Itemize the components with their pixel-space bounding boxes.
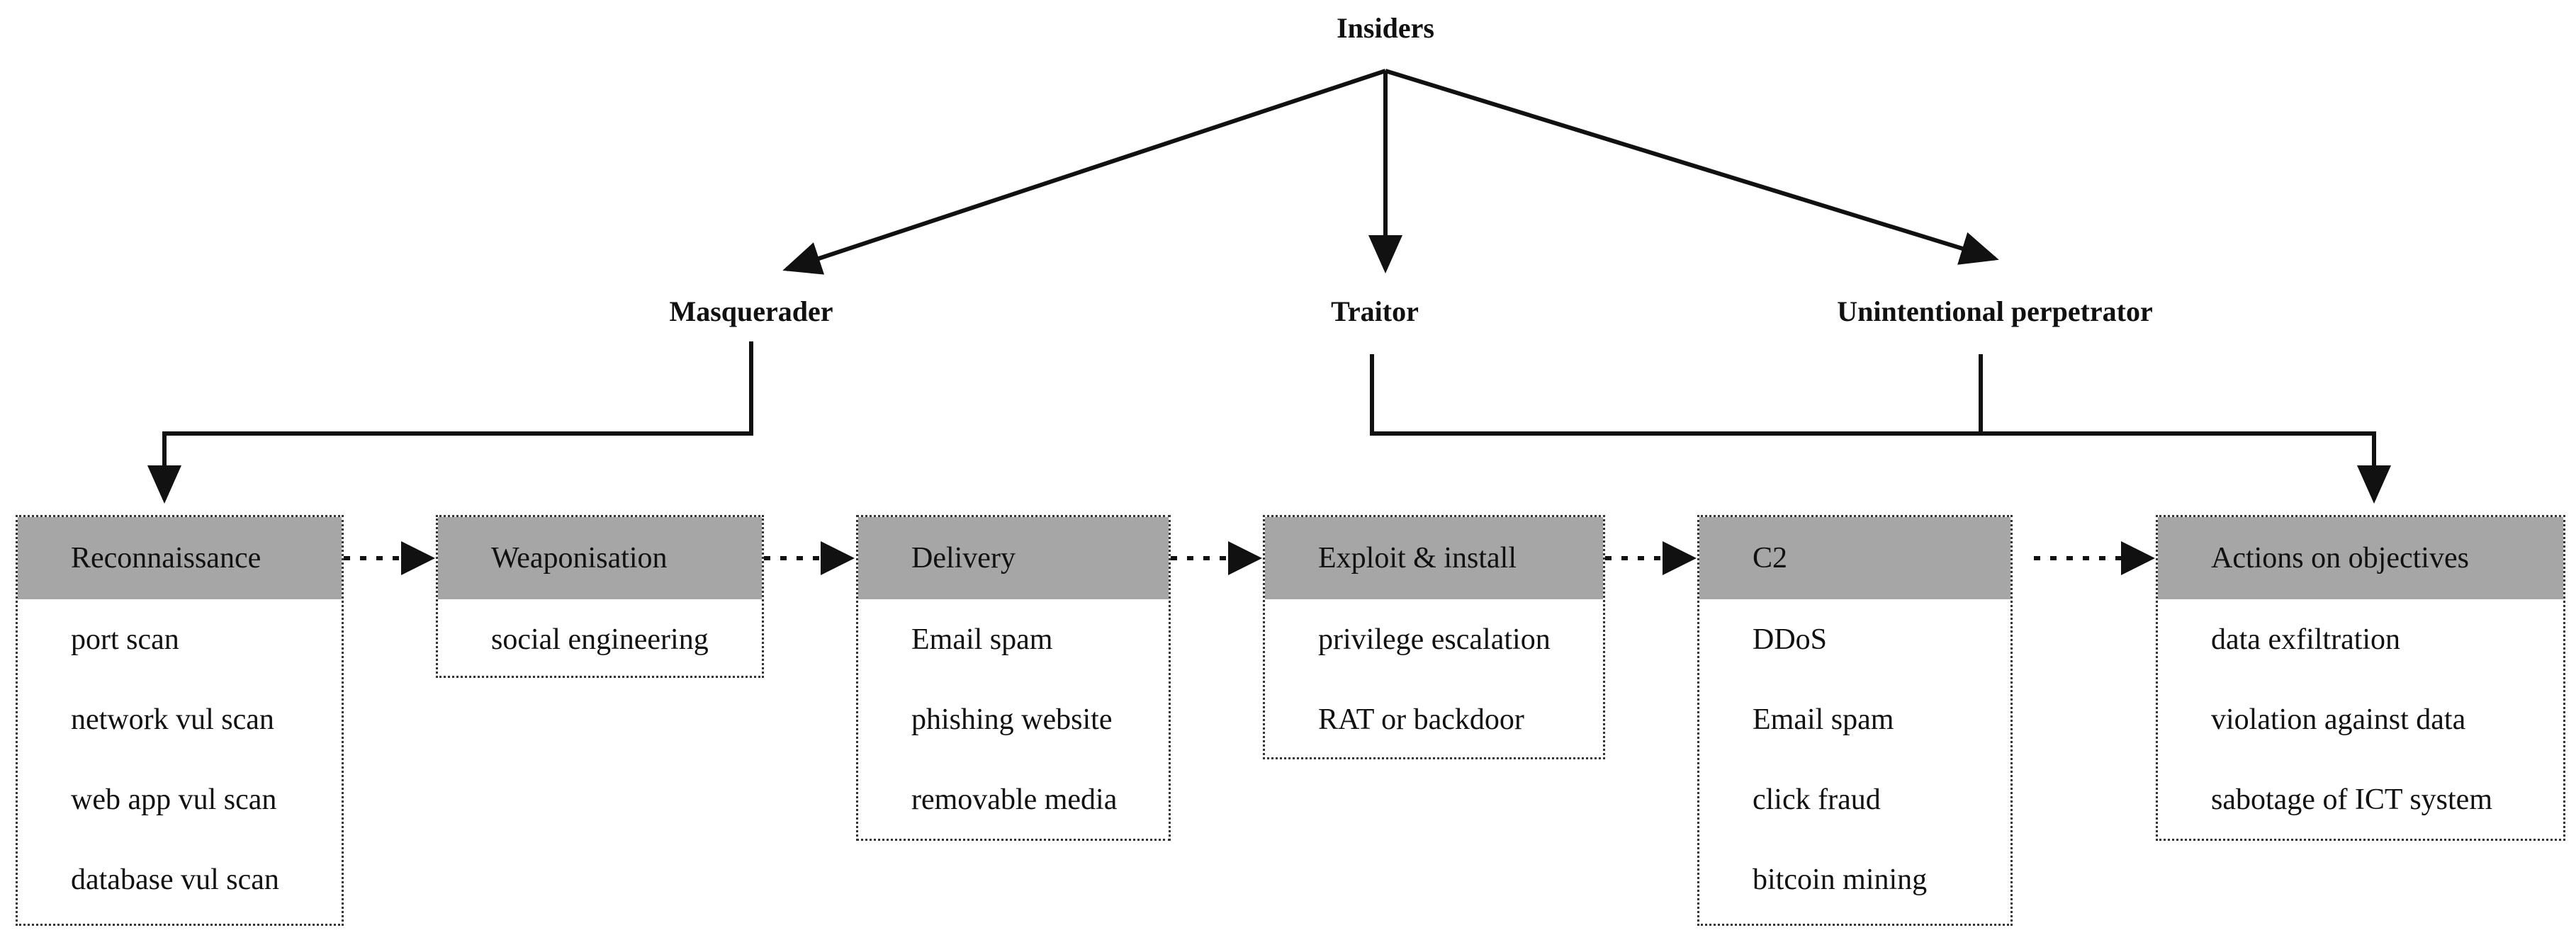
- type-label-masquerader: Masquerader: [669, 295, 833, 327]
- edge-traitor-actions: [1370, 354, 2391, 504]
- stage-box-delivery: Delivery Email spam phishing website rem…: [856, 515, 1171, 841]
- stage-title-exploit-install: Exploit & install: [1265, 517, 1603, 599]
- stage-item: Email spam: [1753, 703, 1894, 736]
- stage-item: database vul scan: [71, 863, 279, 896]
- stage-item: network vul scan: [71, 703, 274, 736]
- stage-item: sabotage of ICT system: [2211, 783, 2492, 816]
- stage-item: Email spam: [911, 623, 1053, 656]
- stage-box-actions-on-objectives: Actions on objectives data exfiltration …: [2156, 515, 2565, 841]
- stage-item: RAT or backdoor: [1318, 703, 1524, 736]
- stage-title-delivery: Delivery: [858, 517, 1169, 599]
- stage-item: web app vul scan: [71, 783, 277, 816]
- stage-title-actions-on-objectives: Actions on objectives: [2158, 517, 2563, 599]
- stage-item: privilege escalation: [1318, 623, 1551, 656]
- stage-item: data exfiltration: [2211, 623, 2401, 656]
- stage-item: bitcoin mining: [1753, 863, 1928, 896]
- type-label-traitor: Traitor: [1331, 295, 1419, 327]
- stage-item: social engineering: [491, 623, 709, 656]
- stage-box-c2: C2 DDoS Email spam click fraud bitcoin m…: [1697, 515, 2013, 926]
- stage-item: phishing website: [911, 703, 1113, 736]
- edge-insiders-unintentional: [1385, 69, 1999, 265]
- stage-item: click fraud: [1753, 783, 1881, 816]
- stage-item: violation against data: [2211, 703, 2466, 736]
- stage-title-weaponisation: Weaponisation: [438, 517, 762, 599]
- stage-box-exploit-install: Exploit & install privilege escalation R…: [1263, 515, 1605, 759]
- stage-item: port scan: [71, 623, 179, 656]
- stage-item: removable media: [911, 783, 1118, 816]
- stage-box-weaponisation: Weaponisation social engineering: [436, 515, 764, 678]
- type-label-unintentional-perpetrator: Unintentional perpetrator: [1837, 295, 2153, 327]
- stage-title-c2: C2: [1699, 517, 2010, 599]
- edge-insiders-masquerader: [782, 69, 1386, 275]
- stage-box-reconnaissance: Reconnaissance port scan network vul sca…: [16, 515, 344, 926]
- stage-item: DDoS: [1753, 623, 1828, 656]
- root-label-insiders: Insiders: [1337, 12, 1434, 44]
- edge-masquerader-reconnaissance: [147, 341, 753, 504]
- stage-title-reconnaissance: Reconnaissance: [18, 517, 342, 599]
